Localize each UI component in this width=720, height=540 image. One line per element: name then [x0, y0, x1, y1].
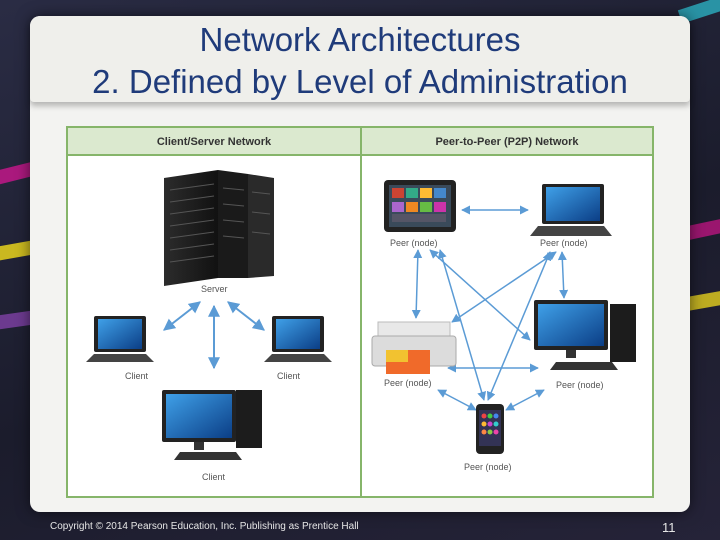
peer-tablet-label: Peer (node)	[390, 238, 438, 248]
peer-phone-label: Peer (node)	[464, 462, 512, 472]
network-illustration	[68, 128, 652, 496]
peer-tablet-icon	[384, 180, 456, 232]
peer-desktop-icon	[534, 300, 636, 370]
client-desktop-icon	[162, 390, 262, 460]
server-label: Server	[201, 284, 228, 294]
slide-title-line1: Network Architectures	[30, 20, 690, 60]
client-laptop-right-icon	[264, 316, 332, 362]
peer-phone-icon	[476, 404, 504, 454]
peer-printer-label: Peer (node)	[384, 378, 432, 388]
client-bottom-label: Client	[202, 472, 225, 482]
client-laptop-left-icon	[86, 316, 154, 362]
peer-desktop-label: Peer (node)	[556, 380, 604, 390]
peer-laptop-icon	[530, 184, 612, 236]
page-number: 11	[662, 520, 676, 535]
peer-printer-icon	[372, 322, 456, 374]
client-right-label: Client	[277, 371, 300, 381]
network-figure: Client/Server Network Peer-to-Peer (P2P)…	[66, 126, 654, 498]
peer-laptop-label: Peer (node)	[540, 238, 588, 248]
server-rack-icon	[164, 170, 274, 286]
copyright-footer: Copyright © 2014 Pearson Education, Inc.…	[50, 521, 359, 532]
client-left-label: Client	[125, 371, 148, 381]
slide-title-line2: 2. Defined by Level of Administration	[30, 62, 690, 102]
